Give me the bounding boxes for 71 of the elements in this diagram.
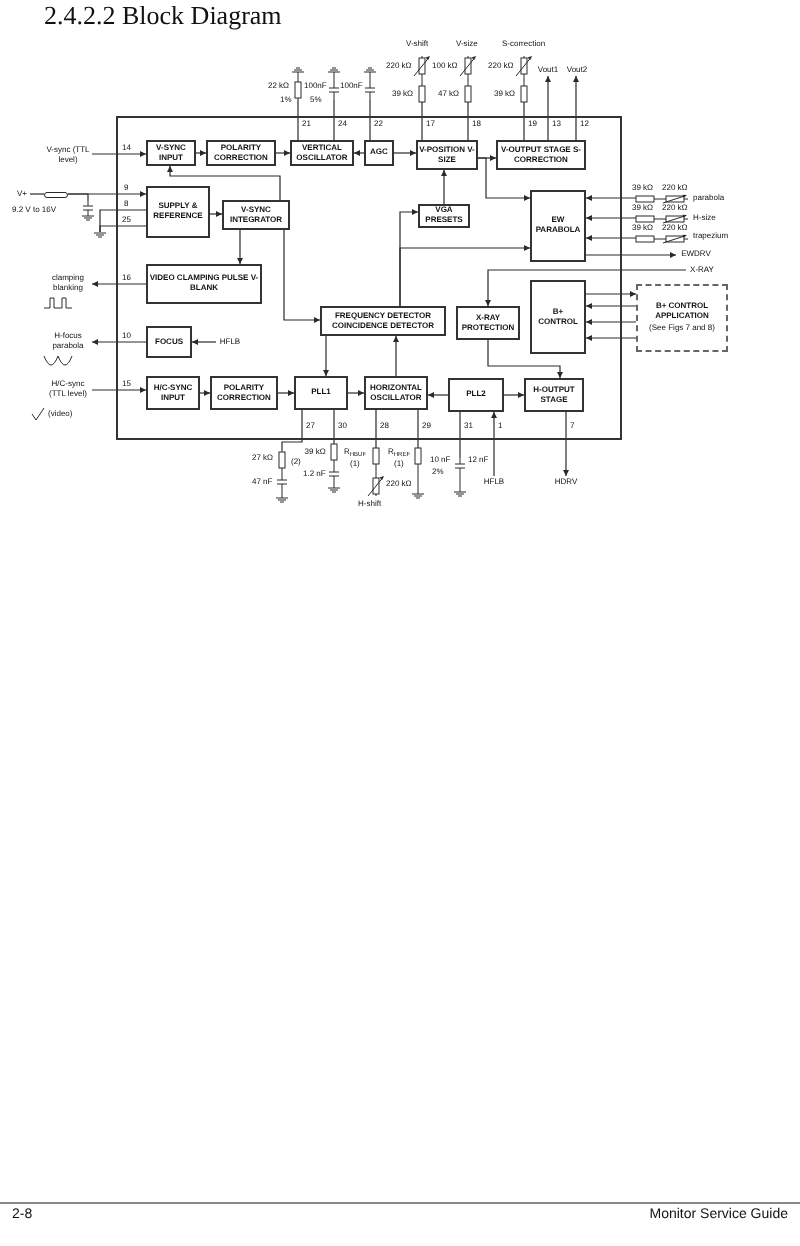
potentiometer-circuit-drawing	[368, 448, 384, 496]
arrow	[91, 339, 147, 345]
arrow	[485, 269, 687, 307]
connector-line	[67, 193, 89, 201]
arrow	[191, 339, 217, 345]
connector-line	[29, 193, 45, 195]
potentiometer-circuit-drawing	[636, 213, 688, 223]
connector-line	[375, 409, 377, 449]
connector-line	[417, 409, 419, 449]
connector-line	[421, 101, 423, 141]
potentiometer-circuit-drawing	[516, 56, 532, 102]
arrow	[545, 75, 551, 141]
arrow	[487, 339, 563, 379]
arrow	[91, 151, 147, 157]
capacitor-to-ground-drawing	[82, 200, 94, 222]
arrow	[585, 252, 677, 258]
external-circuit-box	[636, 284, 728, 352]
inductor-icon	[44, 191, 68, 197]
connector-line	[369, 99, 371, 141]
arrow	[199, 390, 211, 396]
arrow	[585, 215, 637, 221]
arrow	[563, 411, 569, 477]
arrow	[91, 281, 147, 287]
connector-line	[281, 409, 303, 451]
ground-icon	[94, 232, 106, 238]
connector-line	[523, 101, 525, 141]
capacitor-to-ground-drawing	[328, 66, 340, 100]
arrow	[283, 229, 321, 323]
arrow	[477, 157, 531, 201]
arrow	[427, 392, 449, 398]
page-title: 2.4.2.2 Block Diagram	[44, 0, 282, 30]
arrow	[491, 411, 497, 477]
capacitor-to-ground-drawing	[454, 458, 466, 498]
arrow	[585, 291, 637, 297]
capacitor-to-ground-drawing	[364, 66, 376, 100]
arrow	[441, 169, 447, 205]
potentiometer-circuit-drawing	[636, 193, 688, 203]
rc-network-drawing	[274, 450, 290, 504]
arrow	[585, 335, 637, 341]
connector-line	[459, 411, 461, 459]
connector-line	[297, 99, 299, 141]
arrow	[277, 390, 295, 396]
arrow	[585, 235, 637, 241]
resistor-to-ground-drawing	[292, 66, 304, 100]
ic-outline	[116, 116, 622, 440]
connector-line	[467, 101, 469, 141]
arrow	[503, 392, 525, 398]
potentiometer-circuit-drawing	[414, 56, 430, 102]
arrow	[347, 390, 365, 396]
arrow	[275, 150, 291, 156]
arrow	[195, 150, 207, 156]
arrow	[399, 245, 531, 307]
rc-network-drawing	[326, 444, 342, 494]
arrow	[585, 319, 637, 325]
connector-line	[333, 99, 335, 141]
arrow	[237, 229, 243, 265]
connector-line	[99, 225, 147, 233]
resistor-to-ground-drawing	[412, 448, 424, 500]
arrow	[91, 387, 147, 393]
potentiometer-circuit-drawing	[460, 56, 476, 102]
arrow	[585, 195, 637, 201]
arrow	[209, 211, 223, 217]
arrow	[353, 150, 365, 156]
arrow	[573, 75, 579, 141]
arrow	[585, 303, 637, 309]
potentiometer-circuit-drawing	[636, 233, 688, 243]
arrow	[393, 335, 399, 377]
arrow	[393, 150, 417, 156]
arrow	[167, 165, 281, 201]
arrow	[323, 335, 329, 377]
connector-line	[333, 409, 335, 445]
